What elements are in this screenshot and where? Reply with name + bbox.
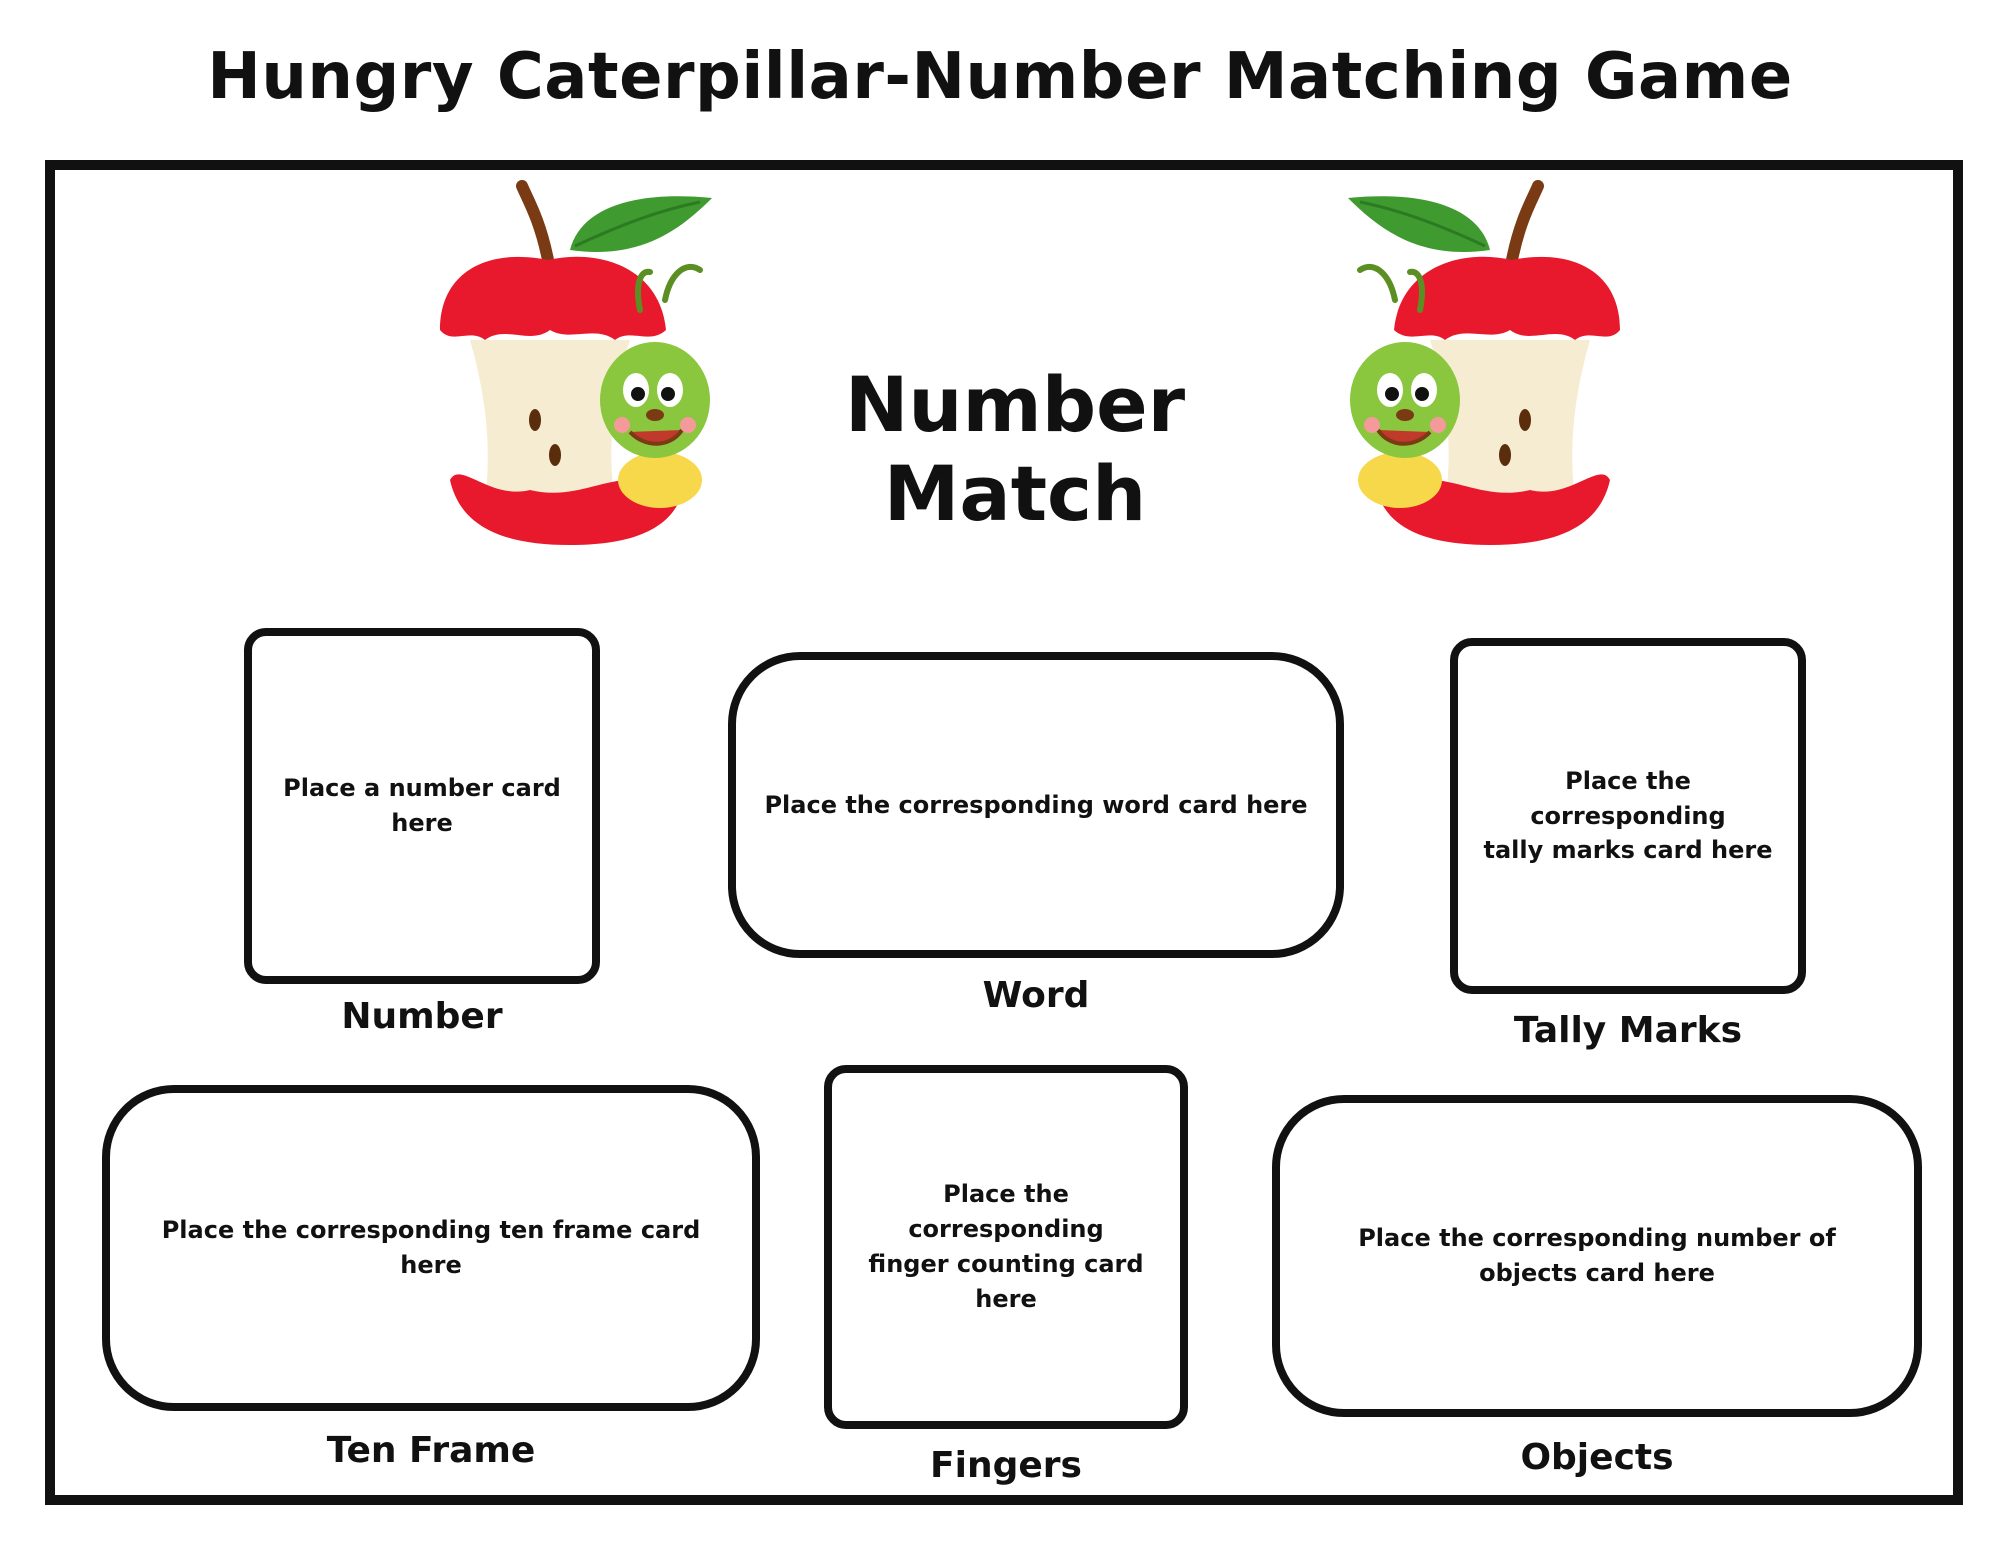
slot-tally-marks-instruction: Place the corresponding tally marks card… — [1483, 766, 1773, 865]
slot-number-label: Number — [341, 996, 503, 1037]
slot-word-label: Word — [982, 975, 1090, 1016]
slot-ten-frame[interactable]: Place the corresponding ten frame card h… — [102, 1085, 760, 1411]
slot-word-instruction: Place the corresponding word card here — [764, 790, 1308, 819]
slot-fingers-label: Fingers — [930, 1445, 1082, 1486]
slot-objects[interactable]: Place the corresponding number of object… — [1272, 1095, 1922, 1417]
slot-objects-label: Objects — [1520, 1437, 1674, 1478]
slot-number-instruction: Place a number card here — [283, 774, 561, 837]
page-title: Hungry Caterpillar-Number Matching Game — [207, 40, 1793, 114]
slot-fingers[interactable]: Place the corresponding finger counting … — [824, 1065, 1188, 1429]
game-board-frame — [45, 160, 1963, 1505]
slot-number[interactable]: Place a number card here — [244, 628, 600, 984]
slot-ten-frame-instruction: Place the corresponding ten frame card h… — [161, 1216, 701, 1279]
slot-ten-frame-label: Ten Frame — [326, 1430, 536, 1471]
board-subtitle: Number Match — [844, 360, 1186, 538]
apple-caterpillar-left-icon — [430, 180, 730, 560]
slot-word[interactable]: Place the corresponding word card here — [728, 652, 1344, 958]
slot-tally-marks-label: Tally Marks — [1513, 1010, 1743, 1051]
slot-fingers-instruction: Place the corresponding finger counting … — [868, 1180, 1144, 1313]
slot-tally-marks[interactable]: Place the corresponding tally marks card… — [1450, 638, 1806, 994]
apple-caterpillar-right-icon — [1330, 180, 1630, 560]
slot-objects-instruction: Place the corresponding number of object… — [1358, 1224, 1836, 1287]
